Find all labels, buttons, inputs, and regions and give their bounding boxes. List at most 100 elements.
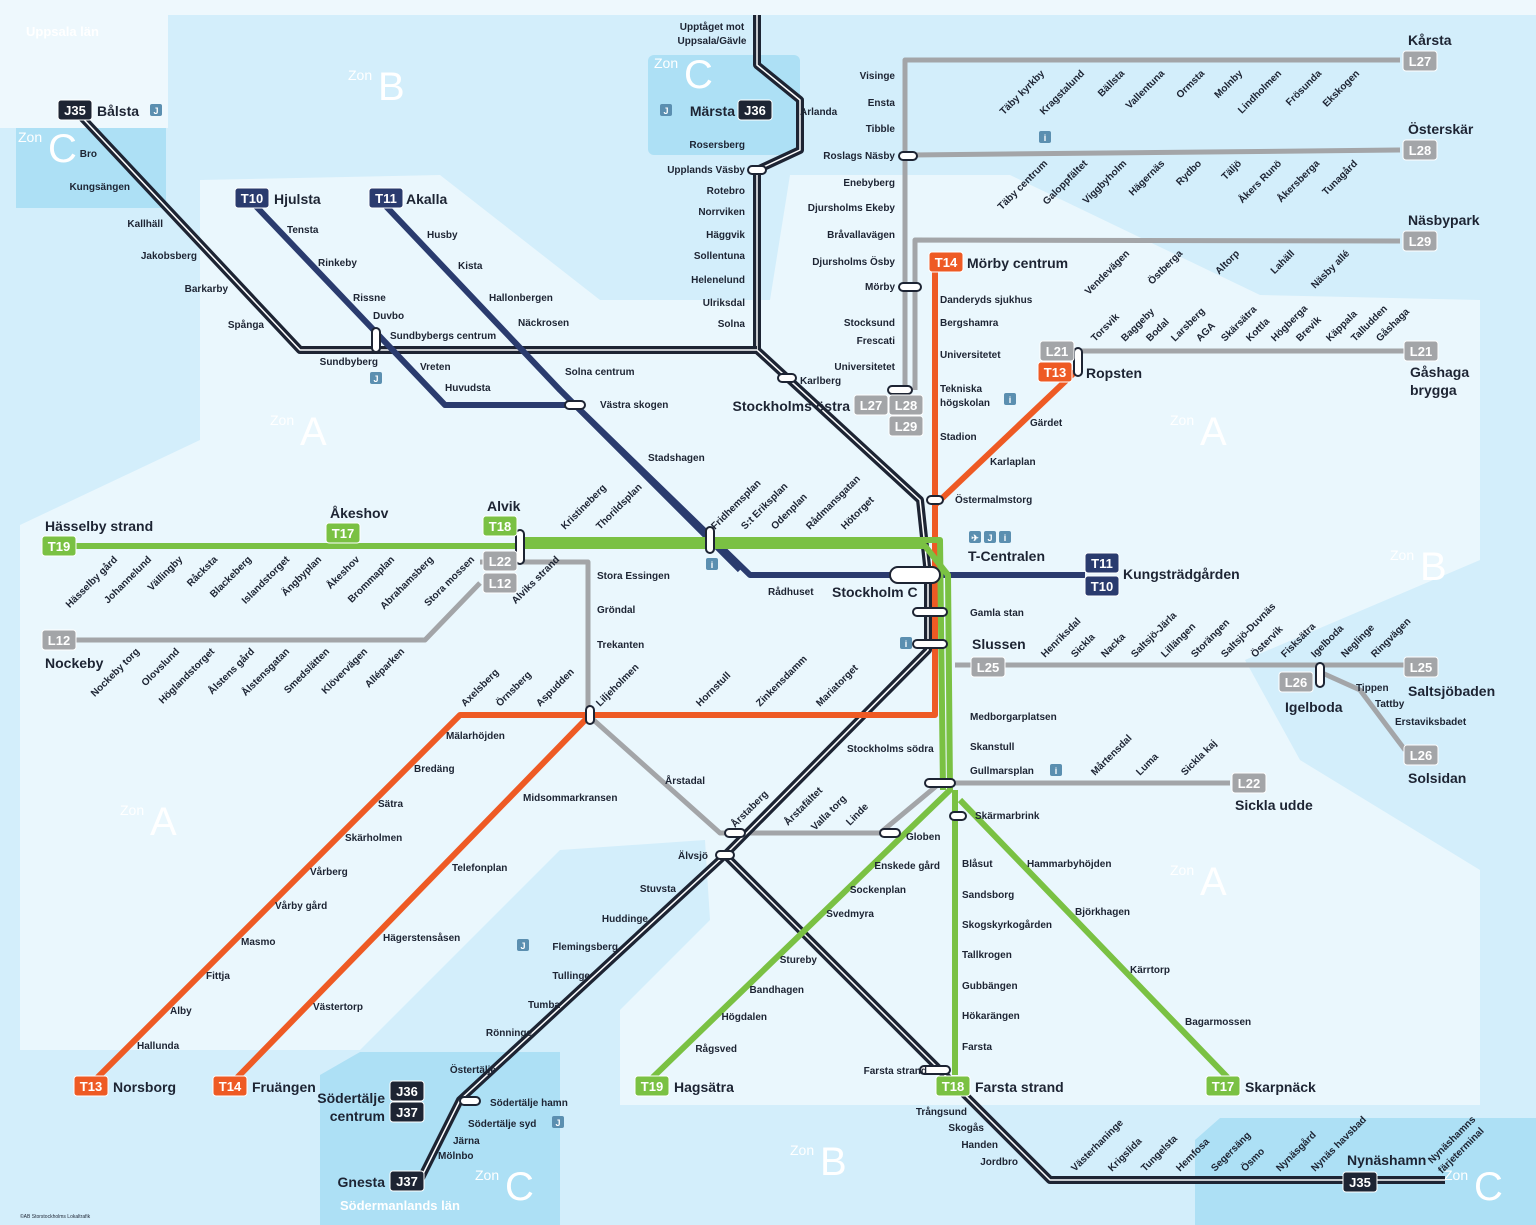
line-badge-l26[interactable]: L26 [1278,671,1314,693]
interchange-marker[interactable] [919,1065,951,1075]
station-west_commuter: Barkarby [185,284,229,295]
line-badge-l12[interactable]: L12 [41,629,77,651]
line-badge-t14[interactable]: T14 [212,1075,248,1097]
interchange-marker[interactable] [889,566,941,584]
commuter-train-icon [552,1116,564,1128]
station-roslags: Djursholms Ekeby [808,203,896,214]
line-badge-t11[interactable]: T11 [1084,552,1120,574]
interchange-marker[interactable] [912,607,948,617]
station-west_commuter: Kallhäll [127,219,163,230]
interchange-marker[interactable] [949,811,967,821]
line-badge-t18[interactable]: T18 [935,1075,971,1097]
station-tvar_south: Årstadal [665,774,705,787]
interchange-marker[interactable] [585,705,595,725]
station-south_commuter: Stockholms södra [847,744,934,755]
interchange-marker[interactable] [879,828,901,838]
line-badge-j37[interactable]: J37 [389,1170,425,1192]
line-badge-l25[interactable]: L25 [1403,656,1439,678]
badge-code: L26 [1285,675,1307,690]
badge-code: J35 [1349,1175,1371,1190]
station-l26: Erstaviksbadet [1395,717,1467,728]
line-t11 [377,197,743,573]
line-badge-t19[interactable]: T19 [41,535,77,557]
badge-code: J36 [744,103,766,118]
station-roslags: Roslags Näsby [823,151,895,162]
line-badge-l22[interactable]: L22 [482,550,518,572]
line-badge-t18[interactable]: T18 [482,515,518,537]
line-badge-l21[interactable]: L21 [1403,340,1439,362]
line-badge-j36[interactable]: J36 [737,99,773,121]
interchange-marker[interactable] [1073,347,1083,377]
interchange-marker[interactable] [515,529,525,565]
badge-background [389,1080,425,1102]
airport-icon-glyph: ✈ [971,533,979,543]
interchange-marker[interactable] [747,165,767,175]
line-badge-l21[interactable]: L21 [1039,340,1075,362]
line-badge-l22[interactable]: L22 [1231,772,1267,794]
line-badge-t14[interactable]: T14 [928,251,964,273]
line-badge-l28[interactable]: L28 [1402,139,1438,161]
interchange-marker[interactable] [371,327,381,353]
commuter-train-icon [370,372,382,384]
interchange-marker[interactable] [724,828,746,838]
interchange-marker[interactable] [898,282,922,292]
line-badge-t10[interactable]: T10 [234,187,270,209]
line-badge-l29[interactable]: L29 [1402,230,1438,252]
station-t11: Näckrosen [518,318,569,329]
line-badge-l27[interactable]: L27 [853,394,889,416]
station-l26: Tattby [1375,699,1405,710]
line-badge-j35[interactable]: J35 [1342,1171,1378,1193]
commuter-train-icon [517,939,529,951]
badge-code: T18 [942,1079,964,1094]
terminus-label: Kårsta [1408,32,1452,48]
badge-code: L28 [895,398,917,413]
badge-code: J36 [396,1084,418,1099]
station-t14: Midsommarkransen [523,793,617,804]
line-badge-j36[interactable]: J36 [389,1080,425,1102]
interchange-marker[interactable] [887,385,913,395]
line-badge-t19[interactable]: T19 [634,1075,670,1097]
interchange-marker[interactable] [1315,662,1325,688]
line-badge-t17[interactable]: T17 [325,522,361,544]
interchange-marker[interactable] [705,526,715,554]
line-badge-l12[interactable]: L12 [482,572,518,594]
interchange-marker[interactable] [564,400,586,410]
station-t19: Svedmyra [826,909,874,920]
badge-background [212,1075,248,1097]
line-badge-l28[interactable]: L28 [888,394,924,416]
interchange-marker[interactable] [924,778,956,788]
line-badge-l25[interactable]: L25 [970,656,1006,678]
station-nyn_v: Jordbro [980,1157,1018,1168]
line-badge-j37[interactable]: J37 [389,1101,425,1123]
interchange-marker[interactable] [912,639,948,649]
interchange-marker[interactable] [926,495,944,505]
interchange-marker[interactable] [777,373,797,383]
line-l27 [902,57,1400,390]
station-t11: Kista [458,261,483,272]
line-badge-t17[interactable]: T17 [1205,1075,1241,1097]
line-badge-l27[interactable]: L27 [1402,50,1438,72]
line-badge-t13[interactable]: T13 [1037,361,1073,383]
line-badge-t10[interactable]: T10 [1084,575,1120,597]
terminus-label: Igelboda [1285,699,1343,715]
station-central: Gärdet [1030,418,1063,429]
zone-b-label: B [820,1140,847,1184]
line-badge-t11[interactable]: T11 [368,187,404,209]
badge-code: T11 [1091,556,1113,571]
line-badge-l26[interactable]: L26 [1403,744,1439,766]
line-badge-j35[interactable]: J35 [57,99,93,121]
line-j35-south-center [724,854,1445,1181]
line-badge-t13[interactable]: T13 [73,1075,109,1097]
station-t13: Hallunda [137,1041,180,1052]
interchange-marker[interactable] [459,1096,481,1106]
station-north: Sollentuna [694,251,746,262]
zone-b-label: B [378,65,405,109]
line-j36-center [419,15,929,1181]
info-icon-glyph: i [905,639,908,649]
line-j35-north-center [74,109,757,351]
interchange-marker[interactable] [715,850,735,860]
station-t10: Huvudsta [445,383,491,394]
line-badge-l29[interactable]: L29 [888,415,924,437]
station-t17: Björkhagen [1075,907,1130,918]
interchange-marker[interactable] [898,151,918,161]
